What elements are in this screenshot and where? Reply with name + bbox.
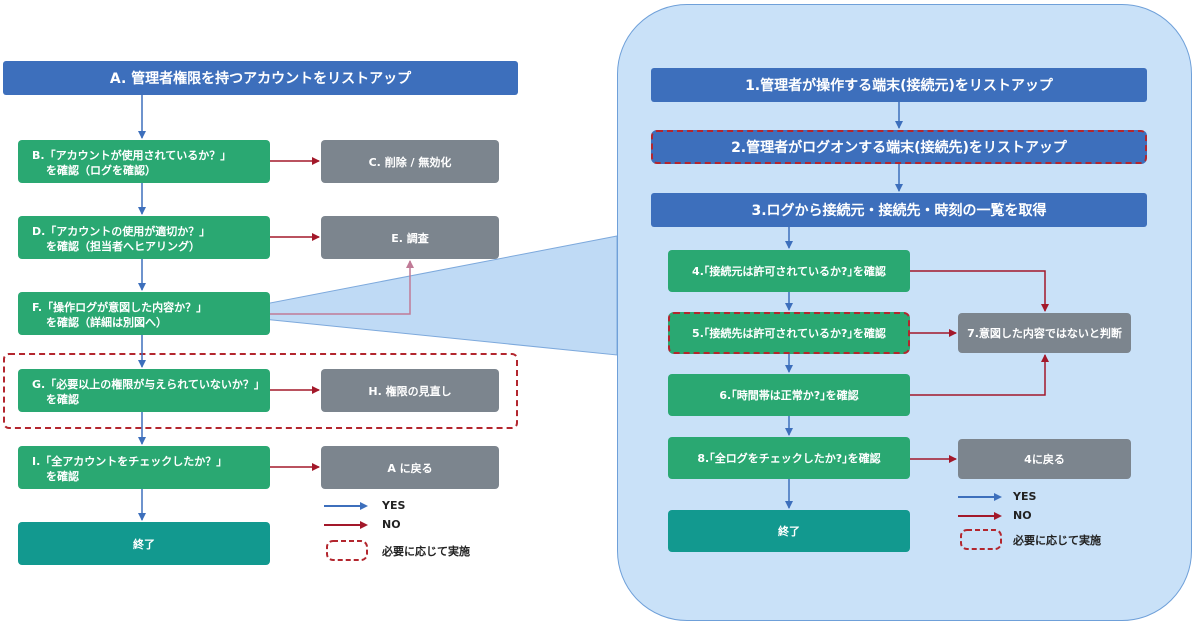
right-end-box: 終了 xyxy=(668,510,910,552)
step-i-line2: を確認 xyxy=(46,470,79,483)
return-a-box: A に戻る xyxy=(321,446,499,489)
right-legend-yes: YES xyxy=(1013,490,1037,503)
left-legend-no: NO xyxy=(382,518,401,531)
arrow-f-e xyxy=(270,260,414,315)
return-4-label: 4に戻る xyxy=(1024,453,1065,466)
step-b-line2: を確認（ログを確認） xyxy=(46,164,156,177)
step6-label: 6.｢時間帯は正常か?｣を確認 xyxy=(719,388,859,402)
step3-label: 3.ログから接続元・接続先・時刻の一覧を取得 xyxy=(751,203,1047,219)
optional-group-frame xyxy=(3,353,518,429)
step-f-line2: を確認（詳細は別図へ） xyxy=(46,316,167,329)
step-d-line2: を確認（担当者へヒアリング） xyxy=(46,240,200,253)
step-i-line1: I.「全アカウントをチェックしたか？」 xyxy=(32,455,228,468)
step-e-label: E. 調査 xyxy=(391,231,429,245)
step4-box: 4.｢接続元は許可されているか?｣を確認 xyxy=(668,250,910,292)
left-legend-optional: 必要に応じて実施 xyxy=(382,545,470,558)
step-g-line2: を確認 xyxy=(46,393,79,406)
step-b-box: B.「アカウントが使用されているか？」 を確認（ログを確認） xyxy=(18,140,270,183)
step-f-line1: F.「操作ログが意図した内容か？」 xyxy=(32,301,208,314)
step3-bar: 3.ログから接続元・接続先・時刻の一覧を取得 xyxy=(651,193,1147,227)
step8-label: 8.｢全ログをチェックしたか?｣を確認 xyxy=(697,451,881,465)
step-i-box: I.「全アカウントをチェックしたか？」 を確認 xyxy=(18,446,270,489)
step-a-title: A. 管理者権限を持つアカウントをリストアップ xyxy=(3,61,518,95)
left-end-box: 終了 xyxy=(18,522,270,565)
step2-label: 2.管理者がログオンする端末(接続先)をリストアップ xyxy=(731,140,1067,156)
step-c-box: C. 削除 / 無効化 xyxy=(321,140,499,183)
step5-label: 5.｢接続先は許可されているか?｣を確認 xyxy=(692,326,886,340)
step-c-label: C. 削除 / 無効化 xyxy=(368,155,452,169)
step-g-line1: G.「必要以上の権限が与えられていないか？」 xyxy=(32,378,265,391)
return-4-box: 4に戻る xyxy=(958,439,1131,479)
step1-label: 1.管理者が操作する端末(接続元)をリストアップ xyxy=(745,78,1053,94)
step7-label: 7.意図した内容ではないと判断 xyxy=(967,327,1122,340)
step-e-box: E. 調査 xyxy=(321,216,499,259)
step5-box: 5.｢接続先は許可されているか?｣を確認 xyxy=(668,312,910,354)
right-end-label: 終了 xyxy=(778,525,800,538)
step8-box: 8.｢全ログをチェックしたか?｣を確認 xyxy=(668,437,910,479)
step-f-box: F.「操作ログが意図した内容か？」 を確認（詳細は別図へ） xyxy=(18,292,270,335)
arrow-4-7 xyxy=(910,270,1049,312)
return-a-label: A に戻る xyxy=(387,461,433,475)
left-end-label: 終了 xyxy=(133,537,155,551)
step-h-box: H. 権限の見直し xyxy=(321,369,499,412)
step-b-line1: B.「アカウントが使用されているか？」 xyxy=(32,149,232,162)
arrow-6-7 xyxy=(910,354,1049,396)
left-legend-yes: YES xyxy=(382,499,406,512)
step-g-box: G.「必要以上の権限が与えられていないか？」 を確認 xyxy=(18,369,270,412)
step4-label: 4.｢接続元は許可されているか?｣を確認 xyxy=(692,264,886,278)
step-d-line1: D.「アカウントの使用が適切か？」 xyxy=(32,225,211,238)
right-legend-optional: 必要に応じて実施 xyxy=(1013,534,1101,547)
step-a-label: A. 管理者権限を持つアカウントをリストアップ xyxy=(109,71,412,87)
step2-bar: 2.管理者がログオンする端末(接続先)をリストアップ xyxy=(651,130,1147,164)
step-h-label: H. 権限の見直し xyxy=(368,384,452,398)
step7-box: 7.意図した内容ではないと判断 xyxy=(958,313,1131,353)
step-d-box: D.「アカウントの使用が適切か？」 を確認（担当者へヒアリング） xyxy=(18,216,270,259)
right-legend-no: NO xyxy=(1013,509,1032,522)
step6-box: 6.｢時間帯は正常か?｣を確認 xyxy=(668,374,910,416)
step1-bar: 1.管理者が操作する端末(接続元)をリストアップ xyxy=(651,68,1147,102)
